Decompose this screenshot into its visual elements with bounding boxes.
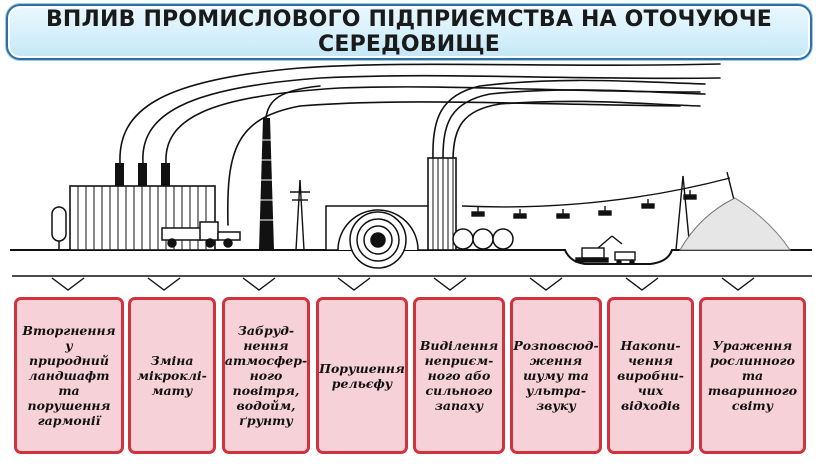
title-banner: ВПЛИВ ПРОМИСЛОВОГО ПІДПРИЄМСТВА НА ОТОЧУ… (6, 4, 812, 60)
effect-label: Зміна мікроклі- мату (137, 353, 207, 398)
effect-box: Вторгнення у природний ландшафт та поруш… (14, 297, 124, 454)
ground-line (10, 249, 812, 265)
smoke-line (452, 100, 701, 159)
smoke-line (265, 85, 321, 119)
factory-chimney (427, 157, 457, 251)
smoke-line (226, 101, 681, 226)
effect-box: Зміна мікроклі- мату (128, 297, 216, 454)
effect-label: Накопи- чення виробни- чих відходів (617, 338, 684, 413)
effect-box: Забруд- нення атмосфер- ного повітря, во… (222, 297, 310, 454)
power-pylon (290, 179, 310, 251)
effect-box: Порушення рельєфу (316, 297, 408, 454)
tall-chimney (259, 118, 274, 250)
effect-label: Розповсюд- ження шуму та ультра- звуку (513, 338, 599, 413)
effect-label: Забруд- нення атмосфер- ного повітря, во… (224, 323, 308, 428)
effect-box: Розповсюд- ження шуму та ультра- звуку (510, 297, 602, 454)
excavator (575, 235, 636, 265)
diagram-title: ВПЛИВ ПРОМИСЛОВОГО ПІДПРИЄМСТВА НА ОТОЧУ… (45, 7, 773, 57)
effect-box: Ураження рослинного та тваринного світу (699, 297, 806, 454)
smoke-line (119, 63, 721, 164)
waste-heap (679, 197, 791, 251)
smoke-line (442, 89, 706, 159)
effect-label: Виділення неприєм- ного або сильного зап… (419, 338, 499, 413)
cableway (461, 177, 731, 219)
smoke-line (432, 79, 706, 159)
round-tanks (452, 228, 514, 250)
industrial-scene-illustration (10, 63, 812, 291)
smoke-line (142, 74, 721, 164)
effect-label: Вторгнення у природний ландшафт та поруш… (22, 323, 116, 428)
effect-box: Виділення неприєм- ного або сильного зап… (413, 297, 505, 454)
connector-row (12, 275, 812, 291)
effect-box: Накопи- чення виробни- чих відходів (607, 297, 694, 454)
truck (161, 221, 241, 248)
effect-label: Ураження рослинного та тваринного світу (707, 338, 798, 413)
turbine-building (325, 205, 430, 269)
effect-label: Порушення рельєфу (319, 360, 405, 391)
